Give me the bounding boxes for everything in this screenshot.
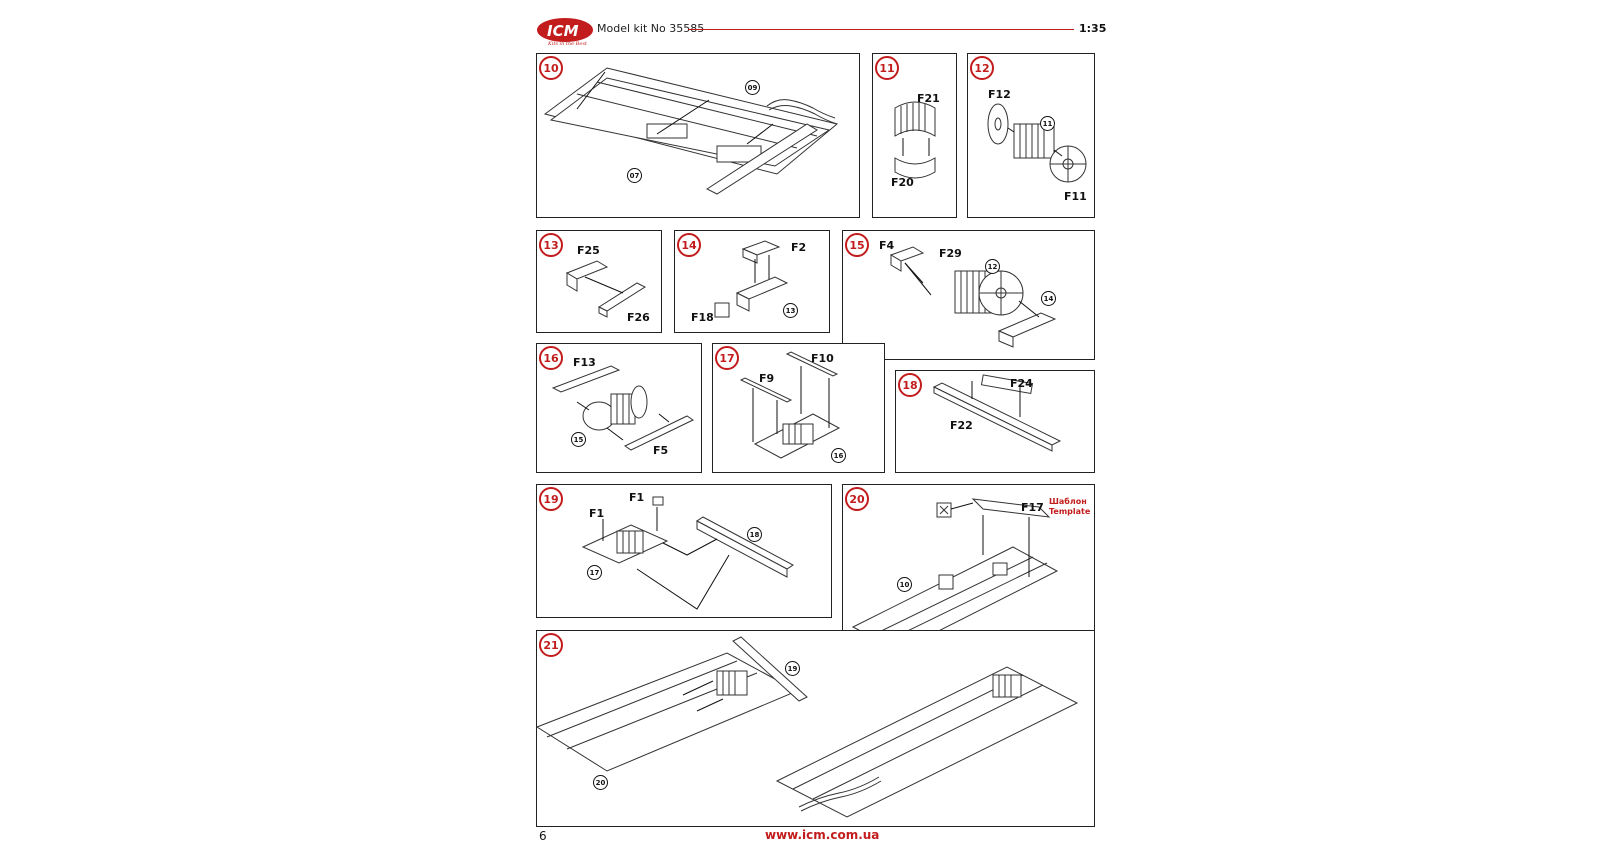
- step-number: 19: [539, 487, 563, 511]
- logo-tagline: Kits in the Best: [548, 41, 587, 47]
- step-number: 11: [875, 56, 899, 80]
- part-f5: F5: [653, 444, 669, 457]
- step-15-panel: 15 F4 F29 12 14: [842, 230, 1095, 360]
- ref-18: 18: [747, 527, 762, 542]
- step-14-panel: 14 F2 F18 13: [674, 230, 830, 333]
- template-label-en: Template: [1049, 507, 1091, 516]
- part-f1-top: F1: [629, 491, 645, 504]
- part-f11: F11: [1064, 190, 1087, 203]
- ref-10: 10: [897, 577, 912, 592]
- scale-label: 1:35: [1079, 22, 1107, 35]
- part-f2: F2: [791, 241, 807, 254]
- step-number: 10: [539, 56, 563, 80]
- step-10-panel: 10 09 07: [536, 53, 860, 218]
- part-f26: F26: [627, 311, 650, 324]
- template-label-ua: Шаблон: [1049, 497, 1087, 506]
- winch-frame-assembly-drawing: [551, 365, 695, 451]
- step-number: 16: [539, 346, 563, 370]
- part-f9: F9: [759, 372, 775, 385]
- ref-15: 15: [571, 432, 586, 447]
- step-number: 13: [539, 233, 563, 257]
- step-number: 15: [845, 233, 869, 257]
- ref-14: 14: [1041, 291, 1056, 306]
- bearing-block-drawing: [714, 240, 789, 318]
- step-17-panel: 17 F10 F9 16: [712, 343, 885, 473]
- kit-title: Model kit No 35585: [597, 22, 705, 35]
- part-f4: F4: [879, 239, 895, 252]
- ref-11: 11: [1040, 116, 1055, 131]
- ref-07: 07: [627, 168, 642, 183]
- bracket-parts-drawing: [565, 260, 647, 318]
- ref-20: 20: [593, 775, 608, 790]
- ref-19: 19: [785, 661, 800, 676]
- winch-mount-assembly-drawing: [581, 496, 794, 610]
- ref-17: 17: [587, 565, 602, 580]
- step-11-panel: 11 F21 F20: [872, 53, 957, 218]
- step-16-panel: 16 F13 15 F5: [536, 343, 702, 473]
- winch-side-rails-drawing: [739, 351, 841, 459]
- step-number: 21: [539, 633, 563, 657]
- header-divider: [688, 29, 1074, 30]
- part-f18: F18: [691, 311, 714, 324]
- winch-drum-halves-drawing: [894, 101, 936, 179]
- winch-drum-assembly-drawing: [987, 103, 1087, 183]
- logo-text: ICM: [547, 22, 579, 40]
- part-f12: F12: [988, 88, 1011, 101]
- step-number: 18: [898, 373, 922, 397]
- bumper-channel-drawing: [932, 374, 1062, 452]
- step-13-panel: 13 F25 F26: [536, 230, 662, 333]
- ref-12: 12: [985, 259, 1000, 274]
- final-chassis-assembly-drawing: [535, 636, 1079, 818]
- ref-09: 09: [745, 80, 760, 95]
- part-f21: F21: [917, 92, 940, 105]
- part-f24: F24: [1010, 377, 1033, 390]
- chassis-frame-drawing: [543, 67, 839, 195]
- step-number: 14: [677, 233, 701, 257]
- step-number: 20: [845, 487, 869, 511]
- step-number: 17: [715, 346, 739, 370]
- step-number: 12: [970, 56, 994, 80]
- part-f1-left: F1: [589, 507, 605, 520]
- ref-16: 16: [831, 448, 846, 463]
- part-f22: F22: [950, 419, 973, 432]
- website-link[interactable]: www.icm.com.ua: [765, 828, 880, 842]
- page-number: 6: [539, 829, 547, 843]
- ref-13: 13: [783, 303, 798, 318]
- icm-logo-icon: ICM: [537, 18, 593, 42]
- part-f29: F29: [939, 247, 962, 260]
- part-f25: F25: [577, 244, 600, 257]
- step-20-panel: 20 F17 Шаблон Template 10: [842, 484, 1095, 654]
- step-12-panel: 12 F12 11 F11: [967, 53, 1095, 218]
- winch-housing-drawing: [889, 246, 1057, 348]
- step-19-panel: 19 F1 F1 18 17: [536, 484, 832, 618]
- part-f10: F10: [811, 352, 834, 365]
- part-f13: F13: [573, 356, 596, 369]
- part-f20: F20: [891, 176, 914, 189]
- step-18-panel: 18 F24 F22: [895, 370, 1095, 473]
- step-21-panel: 21 19 20: [535, 630, 1095, 827]
- part-f17: F17: [1021, 501, 1044, 514]
